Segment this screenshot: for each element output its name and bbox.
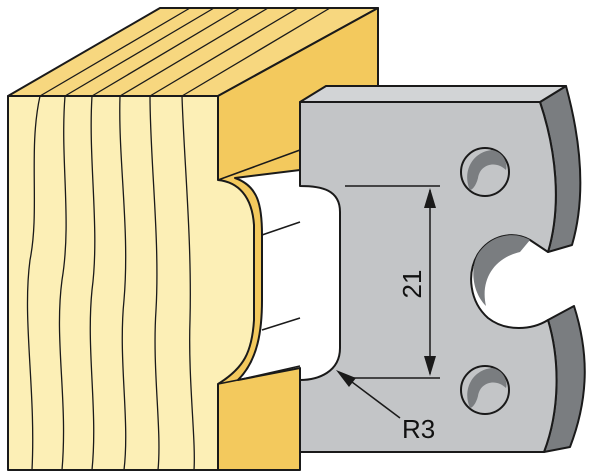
blade-face <box>299 101 558 453</box>
dimension-arrow-down <box>424 356 436 376</box>
radius-arrow <box>336 370 356 387</box>
wood-block <box>7 7 379 471</box>
radius-callout: R3 <box>336 370 435 444</box>
wood-side-face <box>217 7 379 471</box>
lower-mounting-hole <box>460 365 510 415</box>
knife-blade <box>299 85 586 453</box>
dimension-label: 21 <box>397 270 427 299</box>
wood-top-grain <box>39 7 331 97</box>
dimension-21: 21 <box>345 185 440 379</box>
dimension-arrow-up <box>424 188 436 208</box>
wood-front-grain <box>26 95 195 471</box>
wood-front-face <box>7 95 255 471</box>
upper-mounting-hole <box>460 147 510 197</box>
radius-label: R3 <box>402 414 435 444</box>
blade-top-bevel <box>299 85 567 103</box>
center-slot-shading <box>473 235 530 306</box>
